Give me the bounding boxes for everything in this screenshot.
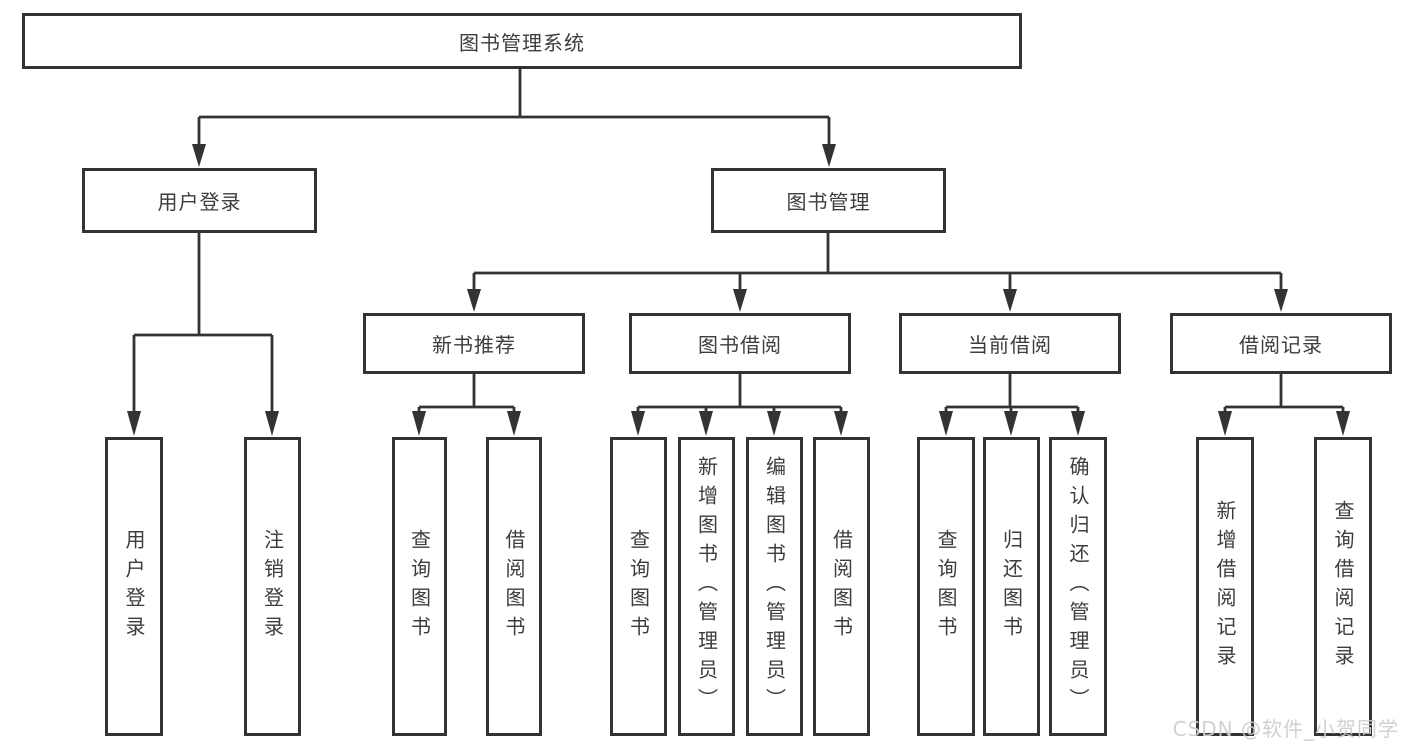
node-label: 新书推荐 <box>432 333 516 357</box>
node-label: 图书借阅 <box>698 333 782 357</box>
node-label: 新增图书（管理员） <box>694 456 719 717</box>
node-label: 查询图书 <box>934 528 958 645</box>
node-borrow-records: 借阅记录 <box>1170 313 1392 374</box>
node-label: 当前借阅 <box>968 333 1052 357</box>
node-add-book-admin: 新增图书（管理员） <box>678 437 735 736</box>
node-borrow-books-recommend: 借阅图书 <box>486 437 542 736</box>
watermark: CSDN @软件_小贺同学 <box>1172 717 1399 741</box>
node-confirm-return-admin: 确认归还（管理员） <box>1049 437 1107 736</box>
node-label: 编辑图书（管理员） <box>762 456 787 717</box>
node-label: 用户登录 <box>122 528 146 645</box>
node-user-login-leaf: 用户登录 <box>105 437 163 736</box>
node-label: 借阅图书 <box>502 528 526 645</box>
node-library-system: 图书管理系统 <box>22 13 1022 69</box>
node-logout: 注销登录 <box>244 437 301 736</box>
node-label: 查询借阅记录 <box>1331 499 1355 674</box>
node-return-books: 归还图书 <box>983 437 1040 736</box>
node-add-borrow-record: 新增借阅记录 <box>1196 437 1254 736</box>
node-label: 借阅图书 <box>829 528 854 645</box>
node-borrow-books-leaf: 借阅图书 <box>813 437 870 736</box>
node-label: 用户登录 <box>157 190 242 214</box>
node-label: 新增借阅记录 <box>1213 499 1237 674</box>
node-query-books-current: 查询图书 <box>917 437 975 736</box>
node-label: 图书管理 <box>786 190 871 214</box>
node-label: 查询图书 <box>407 528 432 645</box>
node-edit-book-admin: 编辑图书（管理员） <box>746 437 803 736</box>
node-query-books-recommend: 查询图书 <box>392 437 447 736</box>
node-book-borrow: 图书借阅 <box>629 313 851 374</box>
node-current-borrow: 当前借阅 <box>899 313 1121 374</box>
node-query-borrow-record: 查询借阅记录 <box>1314 437 1372 736</box>
node-label: 图书管理系统 <box>459 30 585 55</box>
node-label: 确认归还（管理员） <box>1066 456 1090 717</box>
node-label: 归还图书 <box>999 528 1024 645</box>
node-book-management: 图书管理 <box>711 168 946 233</box>
node-label: 查询图书 <box>626 528 651 645</box>
node-query-books-borrow: 查询图书 <box>610 437 667 736</box>
node-user-login: 用户登录 <box>82 168 317 233</box>
node-label: 注销登录 <box>260 528 285 645</box>
node-new-book-recommend: 新书推荐 <box>363 313 585 374</box>
node-label: 借阅记录 <box>1239 333 1323 357</box>
